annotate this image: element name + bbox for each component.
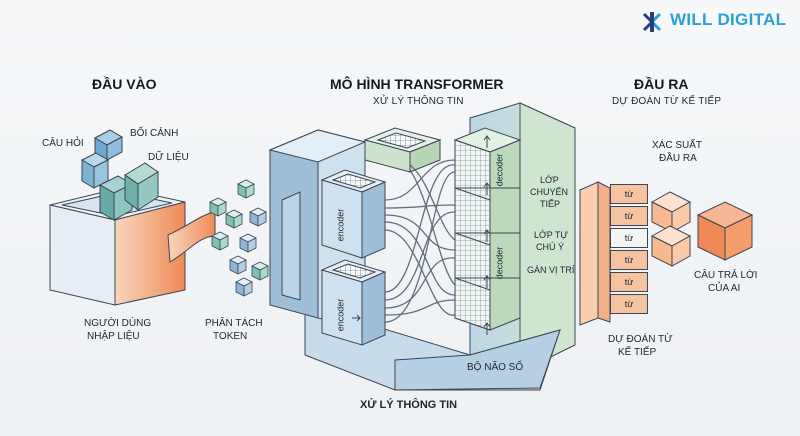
encoder-label-bottom: encoder	[335, 298, 346, 332]
input-label-data: DỮ LIỆU	[148, 152, 189, 163]
word-cell: từ	[610, 206, 648, 226]
decoder-label-bottom: decoder	[494, 246, 505, 280]
attention-block-top	[363, 127, 442, 173]
input-box	[49, 187, 186, 306]
encoder-block-top	[320, 169, 387, 259]
decoder-arrows	[352, 135, 491, 335]
input-label-context: BỐI CẢNH	[130, 128, 179, 139]
brand-name: WILL DIGITAL	[670, 10, 787, 29]
layer-ff-line1: LỚP	[540, 175, 559, 185]
encoder-label-top: encoder	[335, 208, 346, 242]
layer-ff-line2: CHUYỂN	[530, 187, 569, 197]
bottom-caption: XỬ LÝ THÔNG TIN	[360, 399, 458, 411]
word-cell: từ	[610, 272, 648, 292]
answer-label-line2: CỦA AI	[708, 283, 741, 294]
layer-attn-line1: LỚP TỰ	[534, 230, 569, 240]
word-cell: từ	[610, 294, 648, 314]
word-cell: từ	[610, 250, 648, 270]
token-label-line1: PHÂN TÁCH	[205, 318, 263, 329]
brand-logo: WILL DIGITAL	[664, 10, 786, 30]
model-title: MÔ HÌNH TRANSFORMER	[330, 76, 504, 92]
input-title: ĐẦU VÀO	[92, 76, 157, 92]
attention-wires	[384, 159, 456, 323]
layer-ff-line3: TIẾP	[540, 199, 561, 209]
brand-logo-icon	[642, 12, 662, 32]
probability-cubes	[650, 191, 692, 267]
word-cell-selected: từ	[610, 228, 648, 248]
answer-cube	[696, 201, 754, 261]
input-label-question: CÂU HỎI	[42, 138, 84, 149]
encoder-block-bottom	[320, 259, 387, 346]
prob-label-line2: ĐẦU RA	[659, 153, 697, 164]
answer-label-line1: CÂU TRẢ LỜI	[694, 270, 758, 281]
layer-position: GÁN VỊ TRÍ	[527, 265, 575, 275]
next-word-line2: KẾ TIẾP	[618, 347, 657, 358]
word-cell: từ	[610, 184, 648, 204]
decoder-stack	[453, 127, 522, 331]
token-cubes	[209, 179, 269, 297]
word-list: từ từ từ từ từ từ	[610, 184, 648, 316]
brain-label: BỘ NÃO SỐ	[467, 362, 524, 373]
output-subtitle: DỰ ĐOÁN TỪ KẾ TIẾP	[612, 96, 722, 107]
input-user-line2: NHẬP LIỆU	[87, 331, 140, 342]
input-blocks	[80, 129, 159, 221]
input-user-line1: NGƯỜI DÙNG	[84, 318, 152, 329]
token-label-line2: TOKEN	[213, 331, 248, 342]
decoder-label-top: decoder	[494, 153, 505, 187]
output-title: ĐẦU RA	[634, 76, 689, 92]
output-panel	[579, 181, 611, 326]
prob-label-line1: XÁC SUẤT	[652, 140, 703, 151]
next-word-line1: DỰ ĐOÁN TỪ	[608, 334, 673, 345]
model-subtitle: XỬ LÝ THÔNG TIN	[373, 96, 464, 107]
layer-attn-line2: CHÚ Ý	[536, 242, 565, 252]
